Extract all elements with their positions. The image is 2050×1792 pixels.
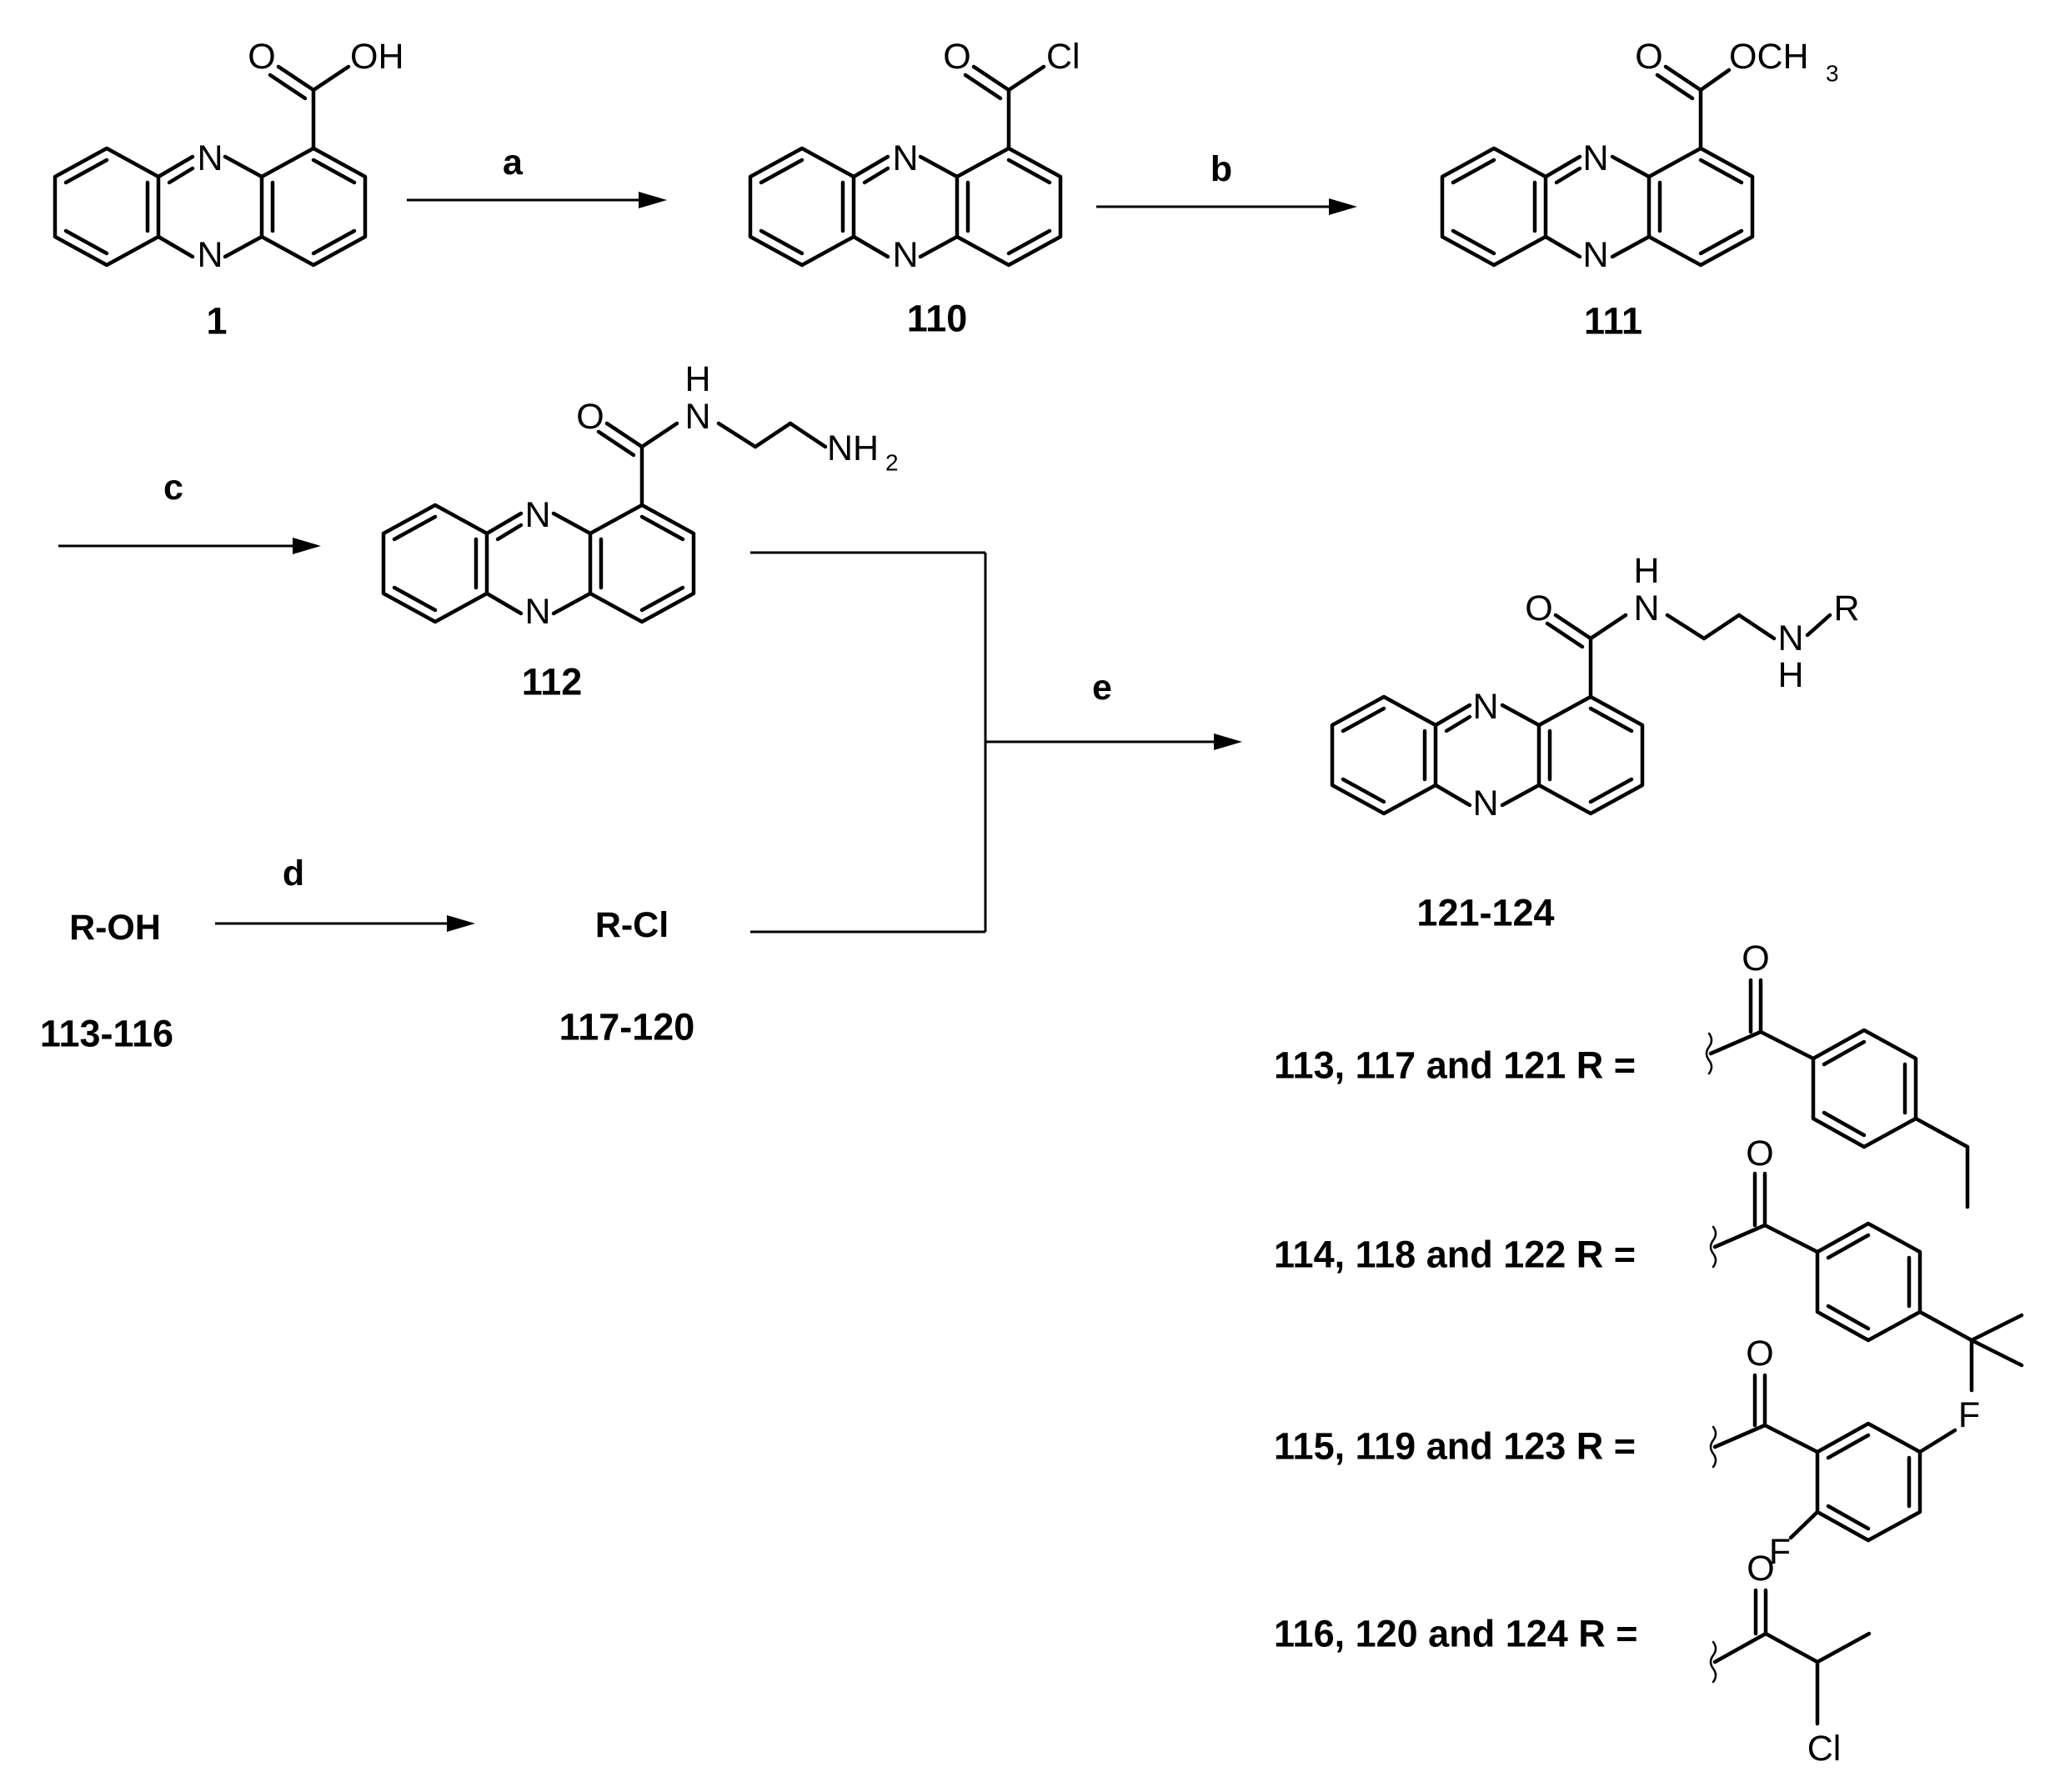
compound-label-117-120: 117-120 — [559, 1006, 695, 1049]
compound-label-112: 112 — [522, 661, 583, 703]
reagent-label-d: d — [283, 853, 304, 893]
atom-label: N — [197, 138, 223, 178]
r-definition-label: 115, 119 and 123 R = — [1274, 1425, 1636, 1468]
atom-label: Cl — [1807, 1729, 1842, 1769]
atom-label: O — [576, 397, 604, 437]
r-group-2-5-difluorobenzoyl: O F F — [1709, 1334, 1980, 1572]
arrow-head-d — [447, 915, 475, 932]
atom-label: O — [1746, 1334, 1773, 1374]
atom-label: N — [524, 592, 550, 632]
atom-label: Cl — [1046, 37, 1080, 77]
r-group-2-chloropropanoyl: O Cl — [1709, 1549, 1872, 1769]
reagent-label-a: a — [503, 143, 524, 183]
atom-label: N — [1582, 138, 1608, 178]
r-definition-label: 113, 117 and 121 R = — [1274, 1044, 1636, 1087]
atom-label: N — [1777, 618, 1803, 658]
compound-112-structure: N N O N H NH 2 112 — [381, 359, 899, 703]
convergence-bracket — [750, 551, 1217, 934]
atom-label: O — [1525, 588, 1552, 628]
atom-label: OCH — [1729, 37, 1809, 77]
r-definition-label: 114, 118 and 122 R = — [1274, 1234, 1636, 1276]
reagent-label-e: e — [1092, 668, 1112, 708]
atom-label: O — [1747, 1549, 1774, 1589]
atom-label: N — [1633, 588, 1659, 628]
atom-label: F — [1958, 1395, 1980, 1435]
r-group-4-tert-butylbenzoyl: O — [1709, 1134, 2024, 1393]
arrow-head-c — [293, 538, 321, 554]
atom-label: H — [1633, 551, 1659, 591]
atom-label: O — [943, 37, 970, 77]
r-definition-label: 116, 120 and 124 R = — [1274, 1613, 1638, 1655]
atom-label: N — [1582, 235, 1608, 275]
arrow-head-b — [1329, 198, 1357, 215]
atom-label: N — [1472, 687, 1498, 727]
arrow-head-a — [639, 192, 667, 208]
atom-label: N — [524, 495, 550, 535]
atom-label: O — [1742, 939, 1769, 979]
atom-label: NH — [827, 428, 879, 468]
atom-label: H — [1777, 655, 1803, 695]
atom-label: O — [248, 37, 275, 77]
atom-subscript: 2 — [885, 450, 899, 476]
formula-r-oh: R-OH — [69, 908, 161, 948]
atom-label: F — [1769, 1532, 1791, 1572]
atom-label: OH — [350, 37, 404, 77]
atom-subscript: 3 — [1826, 61, 1839, 87]
atom-label: N — [684, 397, 710, 437]
formula-r-cl: R-Cl — [595, 905, 669, 945]
compound-label-110: 110 — [907, 298, 968, 340]
atom-label: O — [1635, 37, 1662, 77]
compound-111-structure: N N O OCH 3 111 — [1440, 37, 1839, 343]
atom-label: N — [1472, 783, 1498, 823]
compound-110-structure: N N O Cl 110 — [748, 37, 1080, 340]
atom-label: N — [197, 235, 223, 275]
compound-label-1: 1 — [206, 300, 227, 343]
atom-label: H — [684, 359, 710, 399]
reagent-label-b: b — [1210, 149, 1232, 189]
atom-label: R — [1833, 588, 1859, 628]
atom-label: N — [892, 235, 918, 275]
compound-label-111: 111 — [1584, 300, 1642, 343]
r-group-4-ethylbenzoyl: O — [1705, 939, 1970, 1209]
atom-label: N — [892, 138, 918, 178]
arrow-head-e — [1214, 733, 1242, 750]
atom-label: O — [1746, 1134, 1773, 1174]
compound-label-113-116: 113-116 — [40, 1013, 173, 1055]
compound-121-124-structure: N N O N H N H R 121-124 — [1330, 551, 1860, 934]
reagent-label-c: c — [163, 468, 183, 508]
compound-label-121-124: 121-124 — [1416, 892, 1554, 934]
compound-1-structure: N N O OH 1 — [53, 37, 404, 343]
